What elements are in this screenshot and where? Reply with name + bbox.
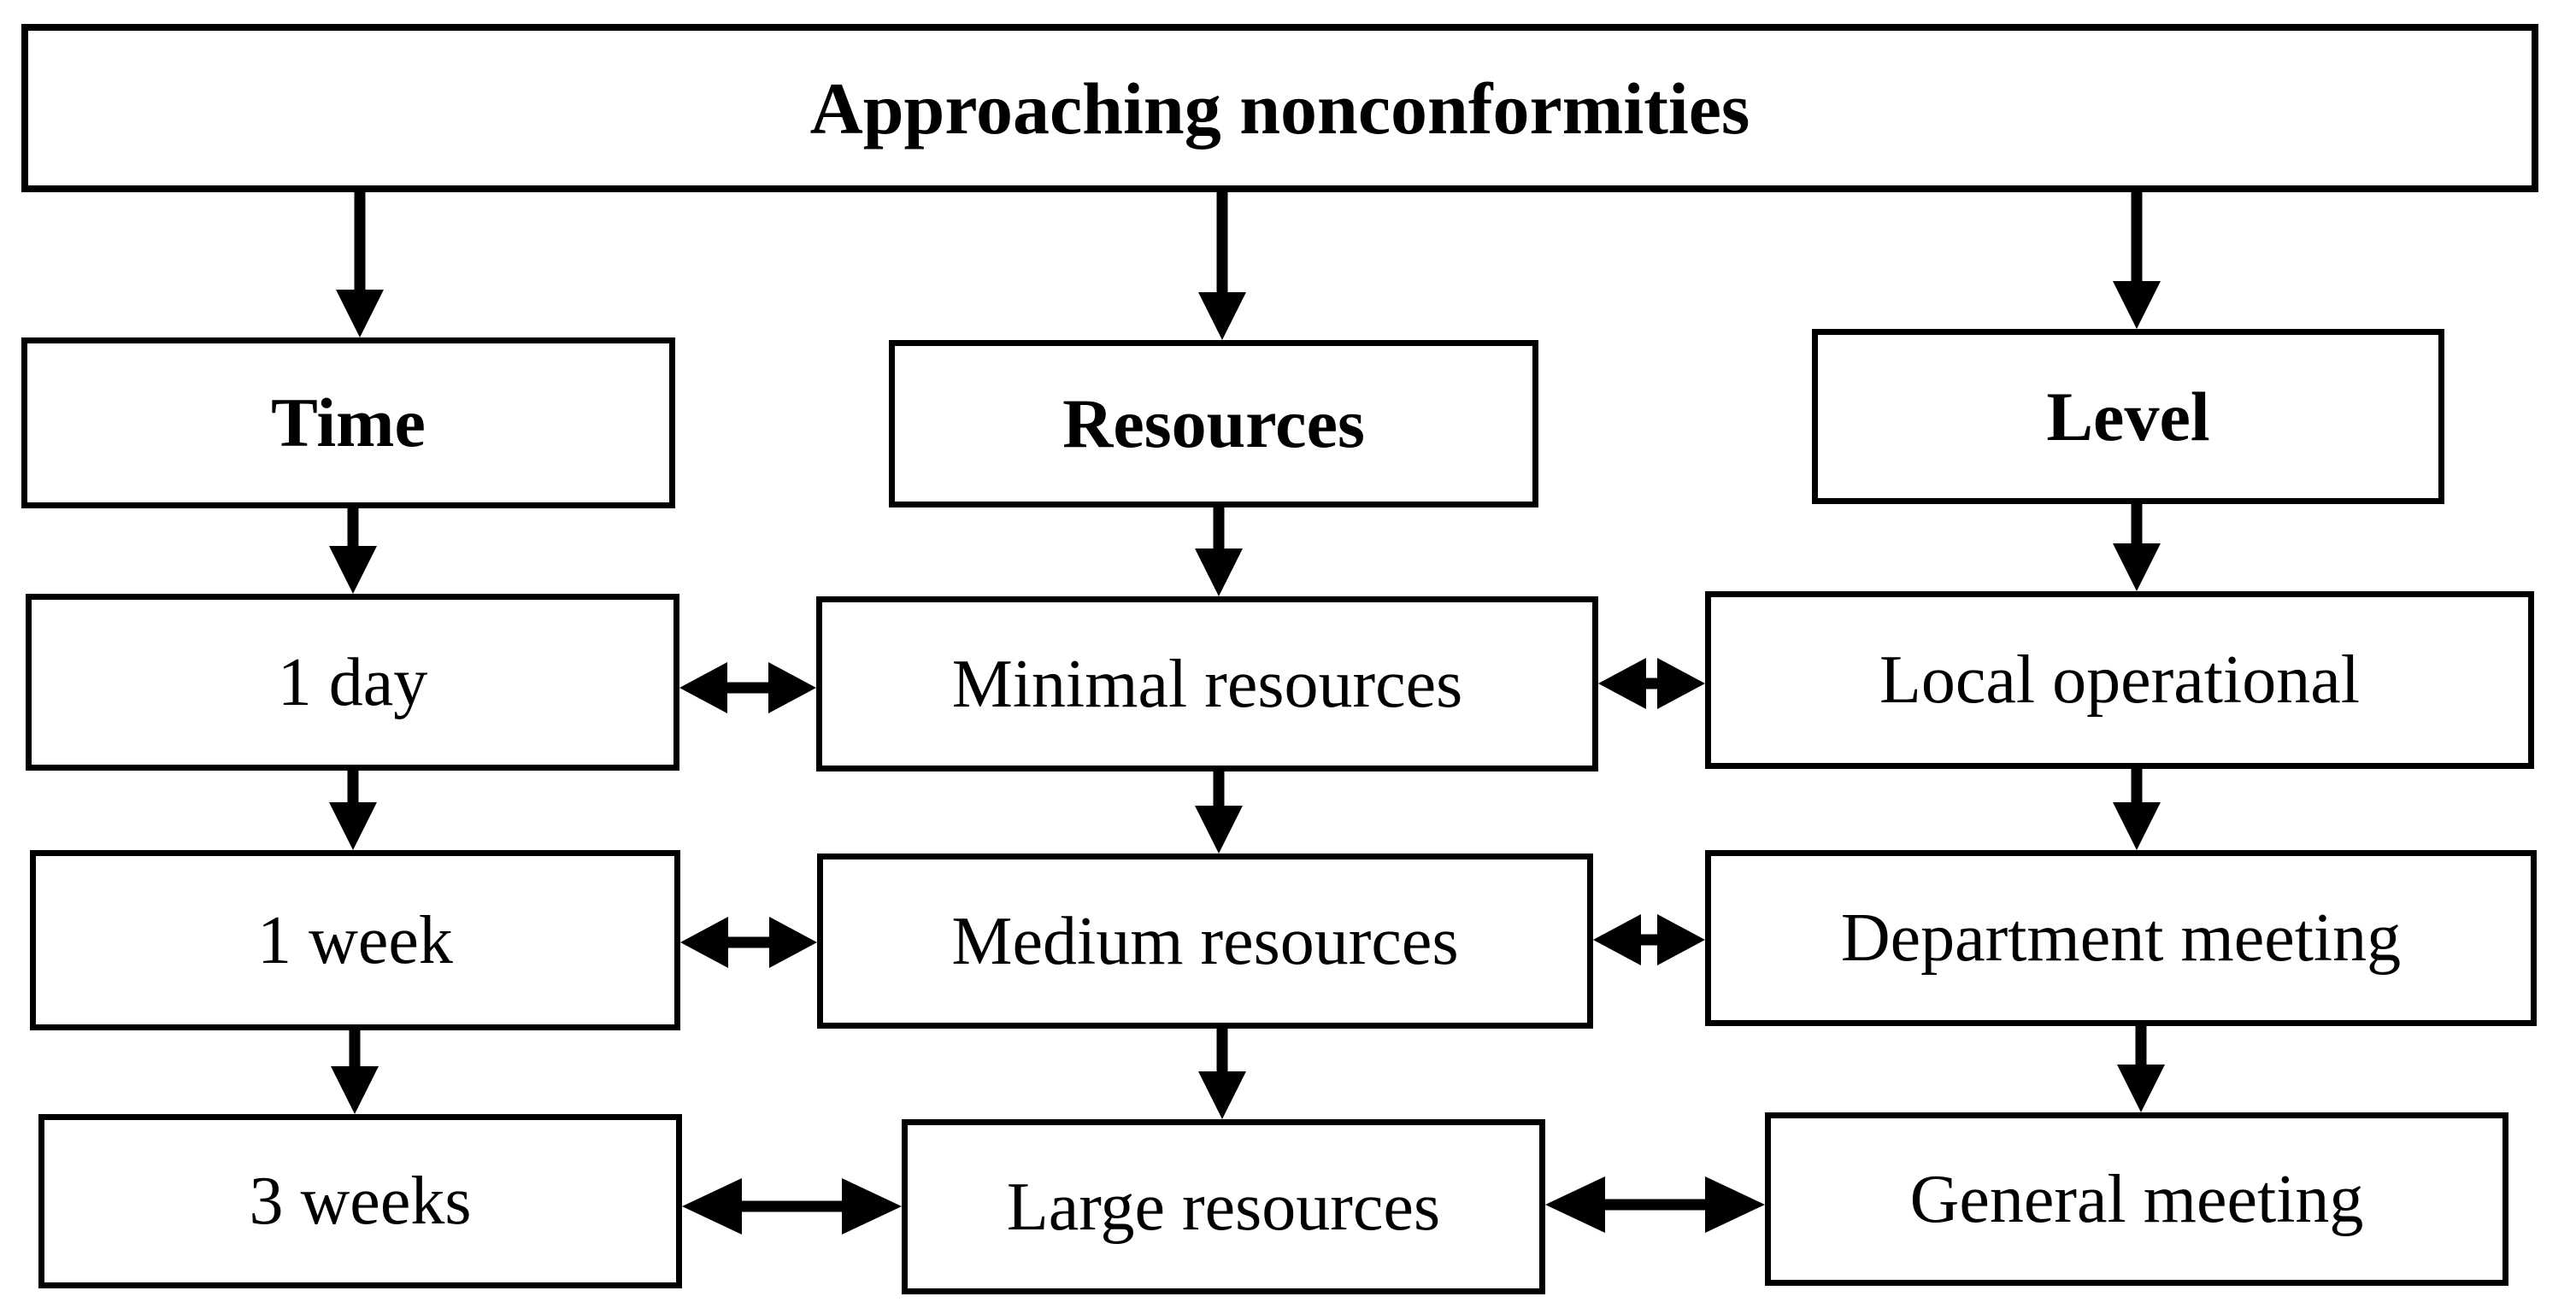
down-arrow-resources-to-minimal [1195, 506, 1243, 596]
down-arrow-title-to-resources [1198, 192, 1246, 340]
down-arrow-medium-to-large [1198, 1027, 1246, 1119]
down-arrow-title-to-level [2113, 192, 2161, 329]
node-box-minimal-resources: Minimal resources [816, 596, 1598, 771]
node-box-1-week: 1 week [30, 850, 680, 1030]
header-box-time: Time [21, 337, 675, 508]
title-box: Approaching nonconformities [21, 24, 2538, 192]
down-arrow-level-to-local [2113, 502, 2161, 591]
title-text: Approaching nonconformities [809, 67, 1750, 150]
node-box-department-meeting: Department meeting [1705, 850, 2537, 1026]
node-text-3-weeks: 3 weeks [249, 1164, 472, 1239]
node-text-general-meeting: General meeting [1909, 1161, 2364, 1237]
node-text-1-day: 1 day [277, 644, 428, 720]
header-text-time: Time [271, 384, 426, 461]
down-arrow-title-to-time [336, 192, 384, 337]
down-arrow-1week-to-3weeks [331, 1029, 379, 1114]
node-text-1-week: 1 week [257, 902, 453, 978]
down-arrow-1day-to-1week [329, 769, 377, 850]
header-text-resources: Resources [1062, 384, 1365, 462]
double-arrow-3weeks-large [682, 1178, 902, 1235]
node-box-1-day: 1 day [26, 594, 679, 771]
double-arrow-1day-minimal [679, 662, 816, 713]
node-text-local-operational: Local operational [1879, 642, 2360, 718]
down-arrow-time-to-1day [329, 507, 377, 594]
header-text-level: Level [2046, 377, 2210, 455]
node-text-minimal-resources: Minimal resources [951, 646, 1463, 722]
node-box-general-meeting: General meeting [1765, 1112, 2508, 1286]
down-arrow-minimal-to-medium [1195, 770, 1243, 854]
node-box-medium-resources: Medium resources [817, 854, 1593, 1029]
header-box-level: Level [1812, 329, 2444, 504]
node-text-large-resources: Large resources [1006, 1169, 1441, 1245]
double-arrow-1week-medium [680, 917, 817, 968]
node-text-medium-resources: Medium resources [951, 903, 1459, 979]
double-arrow-minimal-local [1598, 658, 1705, 709]
node-box-3-weeks: 3 weeks [38, 1114, 682, 1288]
header-box-resources: Resources [889, 340, 1538, 507]
double-arrow-medium-department [1593, 914, 1705, 965]
down-arrow-department-to-general [2117, 1024, 2165, 1112]
node-box-local-operational: Local operational [1705, 591, 2534, 769]
node-text-department-meeting: Department meeting [1840, 900, 2402, 976]
node-box-large-resources: Large resources [902, 1119, 1545, 1294]
double-arrow-large-general [1545, 1176, 1765, 1233]
down-arrow-local-to-department [2113, 767, 2161, 850]
